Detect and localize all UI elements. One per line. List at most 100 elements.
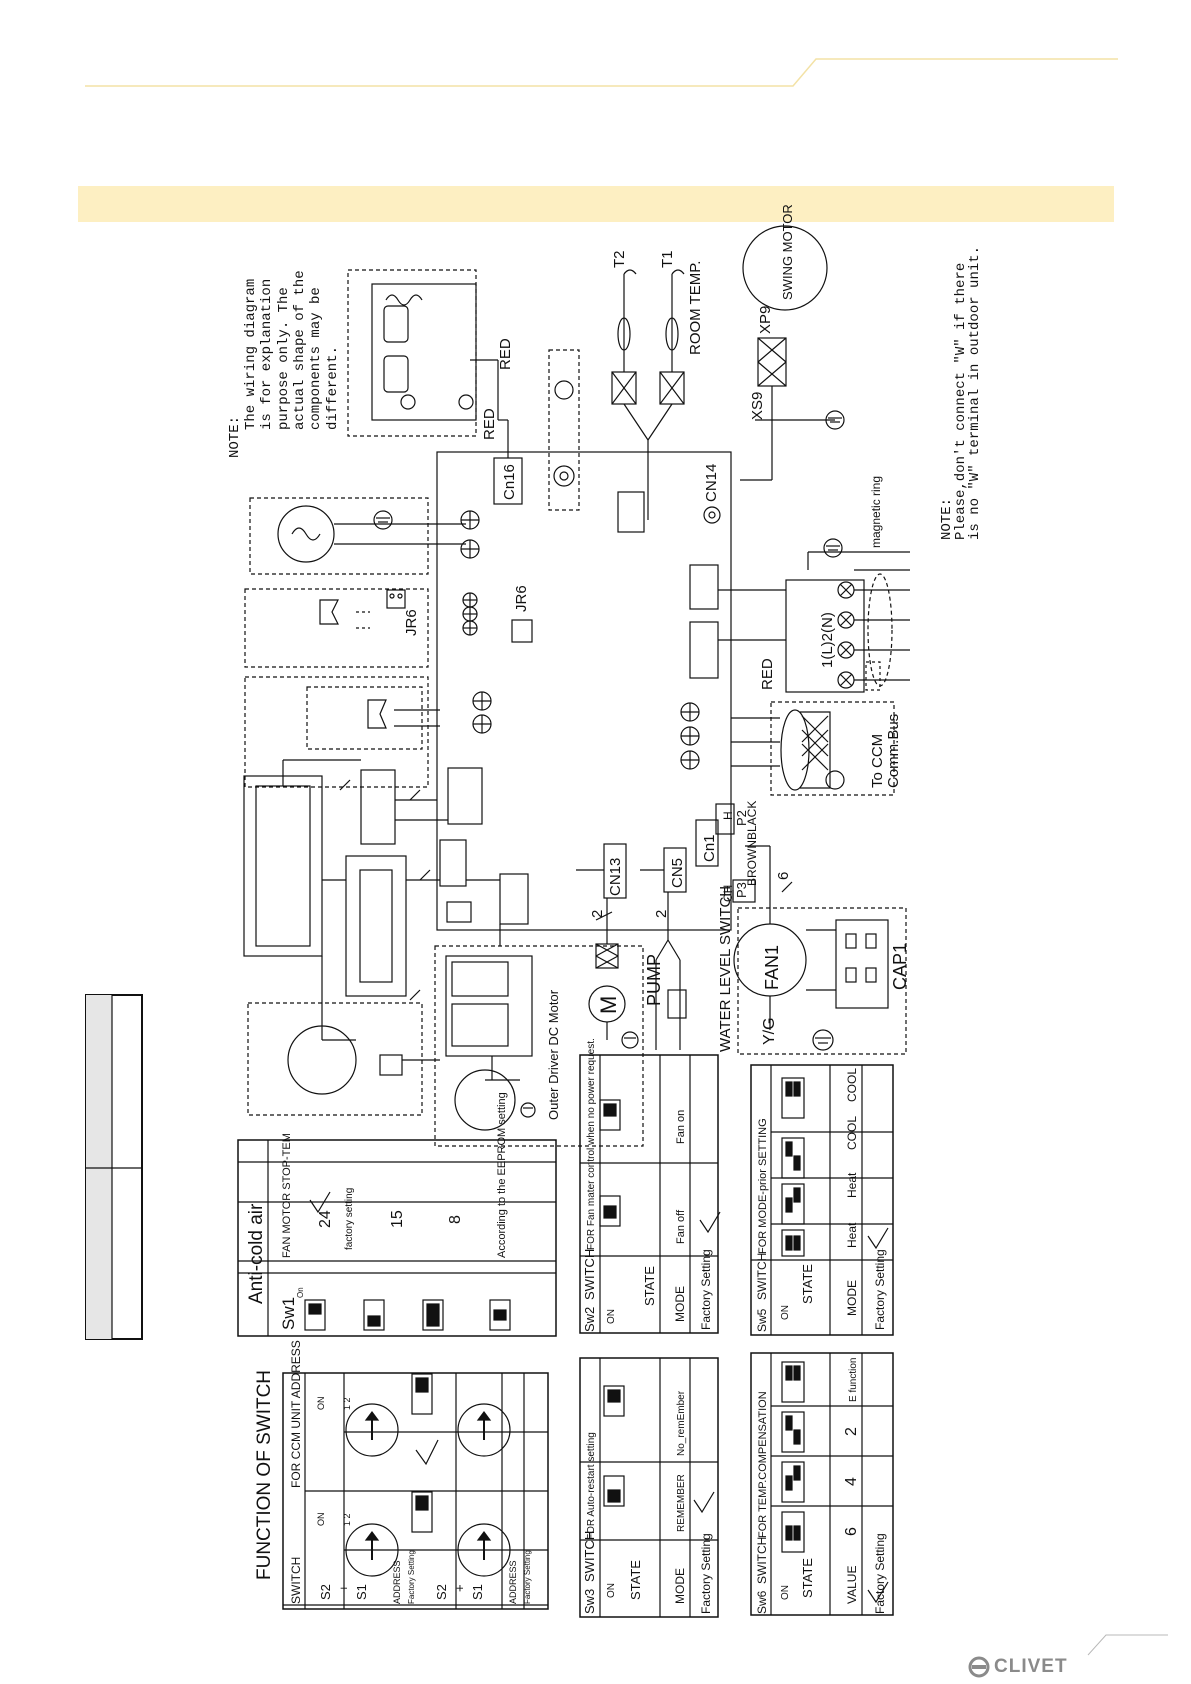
fos-factory-b: Factory Setting bbox=[523, 1550, 532, 1604]
fos-plus-b: + bbox=[452, 1584, 467, 1592]
fos-ccm-header: FOR CCM UNIT ADDRESS bbox=[289, 1340, 303, 1488]
fos-on-b: ON bbox=[316, 1513, 326, 1527]
function-of-switch-title: FUNCTION OF SWITCH bbox=[254, 1370, 275, 1580]
label-wire-2a: 2 bbox=[589, 910, 606, 918]
label-xp9: XP9 bbox=[757, 306, 774, 334]
sw1-row-2-value: 8 bbox=[447, 1215, 464, 1224]
label-outer-driver: Outer Driver DC Motor bbox=[546, 989, 561, 1120]
label-red-2: RED bbox=[497, 338, 514, 370]
fos-plus-a: + bbox=[336, 1584, 351, 1592]
sw5-mode-2: COOL bbox=[845, 1116, 859, 1150]
label-room-temp: ROOM TEMP. bbox=[687, 261, 704, 355]
sw2-switch: Sw2 bbox=[582, 1307, 597, 1332]
sw3-mode-1: No_remEmber bbox=[676, 1390, 687, 1456]
fos-s1-a: S1 bbox=[354, 1584, 369, 1600]
sw3-factory: Factory Setting bbox=[699, 1533, 713, 1614]
label-cn1: Cn1 bbox=[701, 834, 718, 862]
label-red-1: RED bbox=[481, 408, 498, 440]
sw2-state: STATE bbox=[642, 1266, 657, 1306]
sw3-mode: MODE bbox=[673, 1568, 687, 1604]
label-red-3: RED bbox=[759, 658, 776, 690]
label-cn13: CN13 bbox=[607, 858, 624, 896]
diagram-note-line-6: different. bbox=[325, 346, 341, 430]
label-water-level-switch: WATER LEVEL SWITCH bbox=[717, 886, 734, 1052]
label-black: BLACK bbox=[745, 801, 759, 840]
sw6-switch-label: SWITCH bbox=[755, 1537, 769, 1584]
sw5-mode-0: Heat bbox=[845, 1222, 859, 1248]
label-fan1: FAN1 bbox=[762, 945, 782, 990]
sw5-mode-3: COOL bbox=[845, 1068, 859, 1102]
label-ch: CH bbox=[721, 885, 735, 902]
label-p3: P3 bbox=[734, 882, 749, 898]
diagram-note-line-2: is for explanation bbox=[259, 279, 275, 430]
sw1-header: FAN MOTOR STOP-TEM bbox=[281, 1133, 293, 1258]
diagram-note-line-3: purpose only. The bbox=[276, 287, 292, 430]
label-jr6-unit: JR6 bbox=[403, 609, 420, 636]
label-yg: Y/G bbox=[761, 1017, 778, 1045]
label-jr6-board: JR6 bbox=[513, 585, 530, 612]
sw5-table bbox=[750, 1064, 894, 1336]
label-brown: BROWN bbox=[745, 840, 759, 886]
sw3-on-a: ON bbox=[606, 1583, 617, 1598]
fos-address-b: ADDRESS bbox=[508, 1560, 518, 1604]
sw2-mode: MODE bbox=[673, 1286, 687, 1322]
sw1-row-0-note: factory setting bbox=[344, 1188, 355, 1250]
brand-name: CLIVET bbox=[994, 1656, 1068, 1677]
header-rule bbox=[85, 58, 1118, 87]
sw2-switch-label: SWITCH bbox=[582, 1249, 597, 1300]
sw6-value-3: E function bbox=[848, 1358, 859, 1402]
sw6-value-0: 6 bbox=[843, 1527, 860, 1536]
fos-address-a: ADDRESS bbox=[392, 1560, 402, 1604]
sw2-on-a: ON bbox=[606, 1309, 617, 1324]
label-terminal: 1(L)2(N) bbox=[819, 612, 836, 668]
sw3-header: FOR Auto-restart setting bbox=[586, 1432, 597, 1540]
diagram-note-line-1: The wiring diagram bbox=[243, 279, 259, 430]
brand-logo: CLIVET bbox=[968, 1655, 1068, 1679]
sw6-value-2: 2 bbox=[843, 1427, 860, 1436]
diagram-note-line-4: actual shape of the bbox=[292, 270, 308, 430]
sw6-switch: Sw6 bbox=[755, 1590, 769, 1614]
sw5-switch-label: SWITCH bbox=[755, 1253, 769, 1300]
label-swing-motor: SWING MOTOR bbox=[780, 204, 795, 300]
label-cn16: Cn16 bbox=[501, 464, 518, 500]
label-pump: PUMP bbox=[644, 954, 664, 1006]
label-magnetic-ring: magnetic ring bbox=[869, 476, 883, 548]
sw1-switch: Sw1 bbox=[279, 1297, 298, 1330]
sw1-on-a: On bbox=[296, 1287, 305, 1298]
outdoor-note-line-2: is no "W" terminal in outdoor unit. bbox=[967, 246, 983, 540]
label-cn5: CN5 bbox=[669, 858, 686, 888]
sw2-mode-0: Fan off bbox=[675, 1209, 687, 1244]
sw5-state: STATE bbox=[800, 1264, 815, 1304]
sw5-mode-1: Heat bbox=[845, 1172, 859, 1198]
fos-s2-b: S2 bbox=[434, 1584, 449, 1600]
sw5-switch: Sw5 bbox=[755, 1308, 769, 1332]
ground-symbols bbox=[373, 410, 845, 1118]
section-banner bbox=[78, 186, 1114, 222]
sw3-switch-label: SWITCH bbox=[582, 1531, 597, 1582]
fos-s2-a: S2 bbox=[318, 1584, 333, 1600]
sw3-state: STATE bbox=[628, 1560, 643, 1600]
label-cn14: CN14 bbox=[703, 464, 720, 502]
diagram-note-line-0: NOTE: bbox=[227, 416, 243, 458]
sw6-value: VALUE bbox=[845, 1566, 859, 1604]
sw5-on: ON bbox=[780, 1305, 791, 1320]
sw1-row-0-value: 24 bbox=[317, 1210, 334, 1228]
fos-factory-a: Factory Setting bbox=[407, 1550, 416, 1604]
fos-pos-a: 1 2 bbox=[342, 1397, 352, 1410]
label-p2: P2 bbox=[734, 810, 749, 826]
sw6-header: FOR TEMP.COMPENSATION bbox=[757, 1391, 769, 1538]
sw1-row-1-value: 15 bbox=[389, 1210, 406, 1228]
label-wire-2b: 2 bbox=[653, 910, 670, 918]
label-comm-bus: Comm.Bus bbox=[885, 714, 902, 788]
sw2-factory: Factory Setting bbox=[699, 1249, 713, 1330]
sw6-value-1: 4 bbox=[843, 1477, 860, 1486]
sw2-table bbox=[579, 1054, 719, 1334]
sw6-state: STATE bbox=[800, 1558, 815, 1598]
sw1-table bbox=[237, 1139, 557, 1337]
label-cap1: CAP1 bbox=[890, 943, 910, 990]
label-t2: T2 bbox=[611, 250, 628, 268]
sw1-title: Anti-cold air bbox=[246, 1203, 267, 1304]
outdoor-note-line-1: Please,don't connect "W" if there bbox=[953, 263, 969, 540]
sw2-header: FOR Fan mater control when no power requ… bbox=[586, 1038, 597, 1250]
